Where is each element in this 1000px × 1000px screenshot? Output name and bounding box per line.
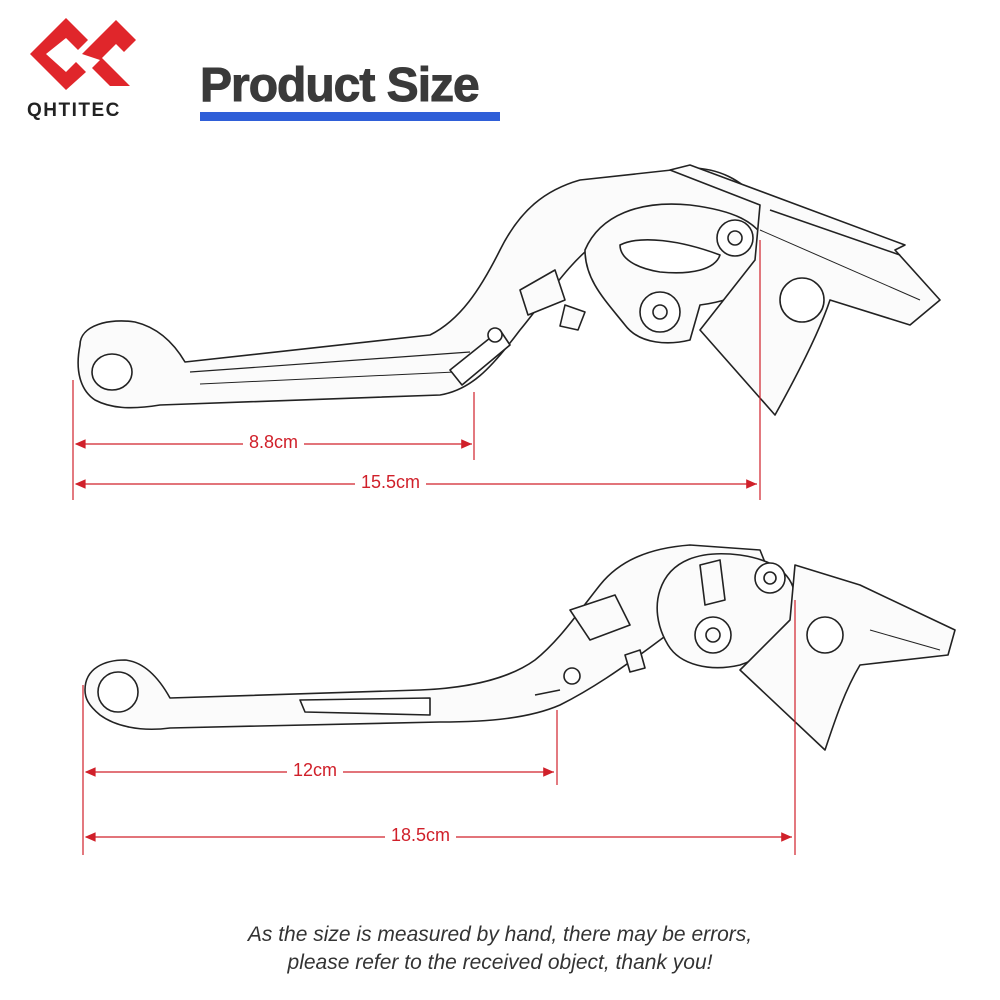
brand-name: QHTITEC <box>27 100 121 121</box>
title-underline <box>200 112 500 121</box>
page-title-text: Product Size <box>200 59 481 113</box>
disclaimer-line-2: please refer to the received object, tha… <box>287 951 713 974</box>
lever-bottom-drawing <box>84 544 956 751</box>
dimension-label-bottom-short: 12cm <box>287 760 344 781</box>
dimension-label-bottom-long: 18.5cm <box>385 825 457 846</box>
dimension-label-top-short: 8.8cm <box>243 432 305 453</box>
page-title: Product Size <box>200 58 481 114</box>
disclaimer-line-1: As the size is measured by hand, there m… <box>247 923 753 946</box>
brand-logo <box>30 18 136 90</box>
lever-top-drawing <box>77 164 941 416</box>
dimension-label-top-long: 15.5cm <box>355 472 427 493</box>
